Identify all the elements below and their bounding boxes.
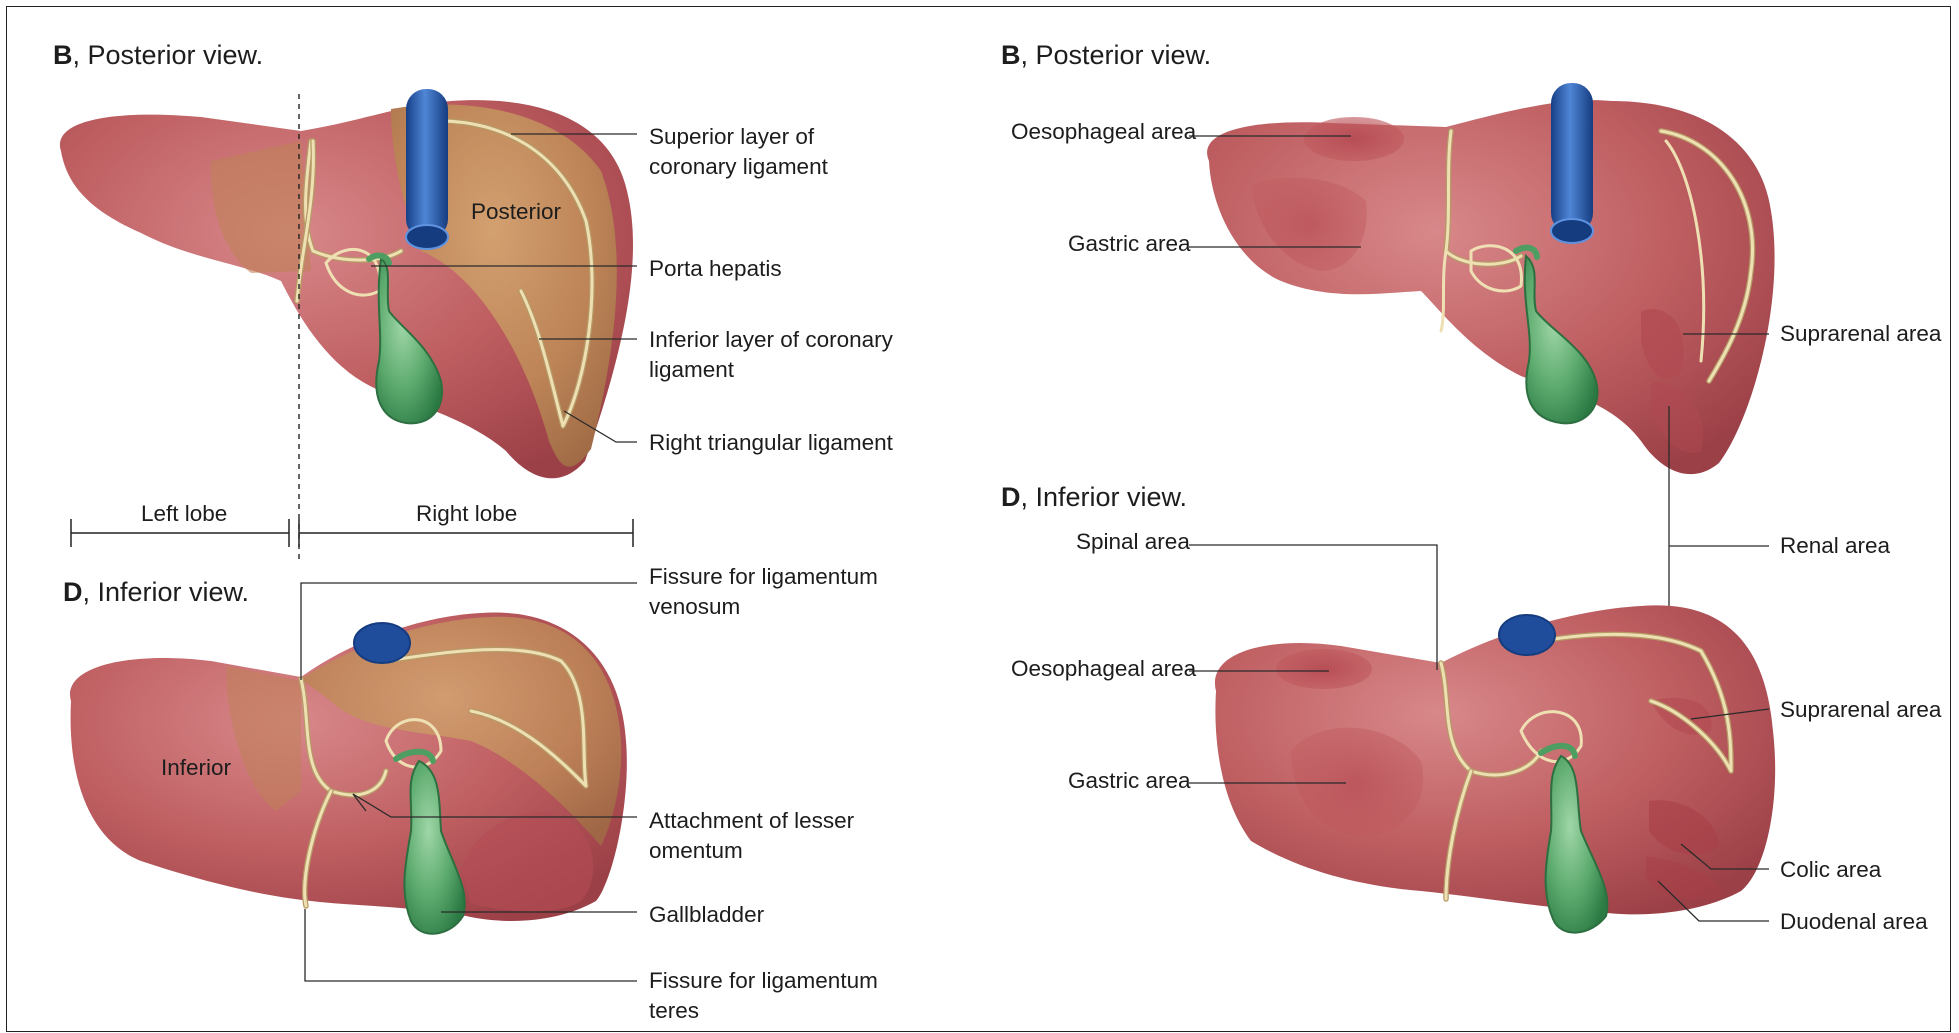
panel-title: D, Inferior view. [63,577,249,607]
liver-figure-svg: B, Posterior view. Posterior Superior la… [7,7,1952,1033]
inferior-vena-cava [1499,615,1555,655]
surface-label: Posterior [471,199,562,224]
label-right-lobe: Right lobe [416,501,517,526]
panel-title-text: , Inferior view. [1021,482,1188,512]
panel-top-right: B, Posterior view. Oesophageal area Gast… [1001,40,1942,474]
label-oesophageal-area: Oesophageal area [1011,656,1197,681]
label-porta-hepatis: Porta hepatis [649,256,782,281]
label-superior-layer: Superior layer of [649,124,815,149]
liver-illustration [1207,83,1774,474]
label-lesser-omentum: Attachment of lesser [649,808,855,833]
panel-title: D, Inferior view. [1001,482,1187,512]
label-fissure-teres: Fissure for ligamentum [649,968,878,993]
label-inferior-layer: Inferior layer of coronary [649,327,894,352]
panel-title: B, Posterior view. [1001,40,1211,70]
label-spinal-area: Spinal area [1076,529,1190,554]
liver-illustration [1215,605,1775,932]
panel-letter: D [1001,482,1021,512]
surface-label: Inferior [161,755,232,780]
panel-title: B, Posterior view. [53,40,263,70]
panel-bottom-left: D, Inferior view. Inferior Fissure for l… [63,564,878,1023]
label-fissure-teres-2: teres [649,998,699,1023]
label-gastric-area: Gastric area [1068,768,1191,793]
liver-illustration [70,613,627,934]
label-fissure-venosum: Fissure for ligamentum [649,564,878,589]
panel-letter: D [63,577,83,607]
oesophageal-area [1276,649,1372,689]
label-superior-layer-2: coronary ligament [649,154,829,179]
liver-illustration [60,89,633,478]
label-left-lobe: Left lobe [141,501,227,526]
label-gastric-area: Gastric area [1068,231,1191,256]
oesophageal-area [1304,117,1404,161]
inferior-vena-cava [406,89,448,239]
label-lesser-omentum-2: omentum [649,838,743,863]
panel-title-text: , Inferior view. [83,577,250,607]
lobe-brackets: Left lobe Right lobe [71,501,633,547]
inferior-vena-cava [354,623,410,663]
label-suprarenal-area: Suprarenal area [1780,321,1942,346]
figure-frame: B, Posterior view. Posterior Superior la… [6,6,1951,1032]
label-right-triangular: Right triangular ligament [649,430,894,455]
label-fissure-venosum-2: venosum [649,594,740,619]
panel-letter: B [53,40,73,70]
label-inferior-layer-2: ligament [649,357,735,382]
panel-title-text: , Posterior view. [73,40,264,70]
panel-letter: B [1001,40,1021,70]
label-suprarenal-area: Suprarenal area [1780,697,1942,722]
label-duodenal-area: Duodenal area [1780,909,1928,934]
panel-title-text: , Posterior view. [1021,40,1212,70]
label-renal-area: Renal area [1780,533,1891,558]
inferior-vena-cava [1551,83,1593,233]
label-gallbladder: Gallbladder [649,902,765,927]
label-oesophageal-area: Oesophageal area [1011,119,1197,144]
panel-top-left: B, Posterior view. Posterior Superior la… [53,40,894,561]
label-colic-area: Colic area [1780,857,1882,882]
